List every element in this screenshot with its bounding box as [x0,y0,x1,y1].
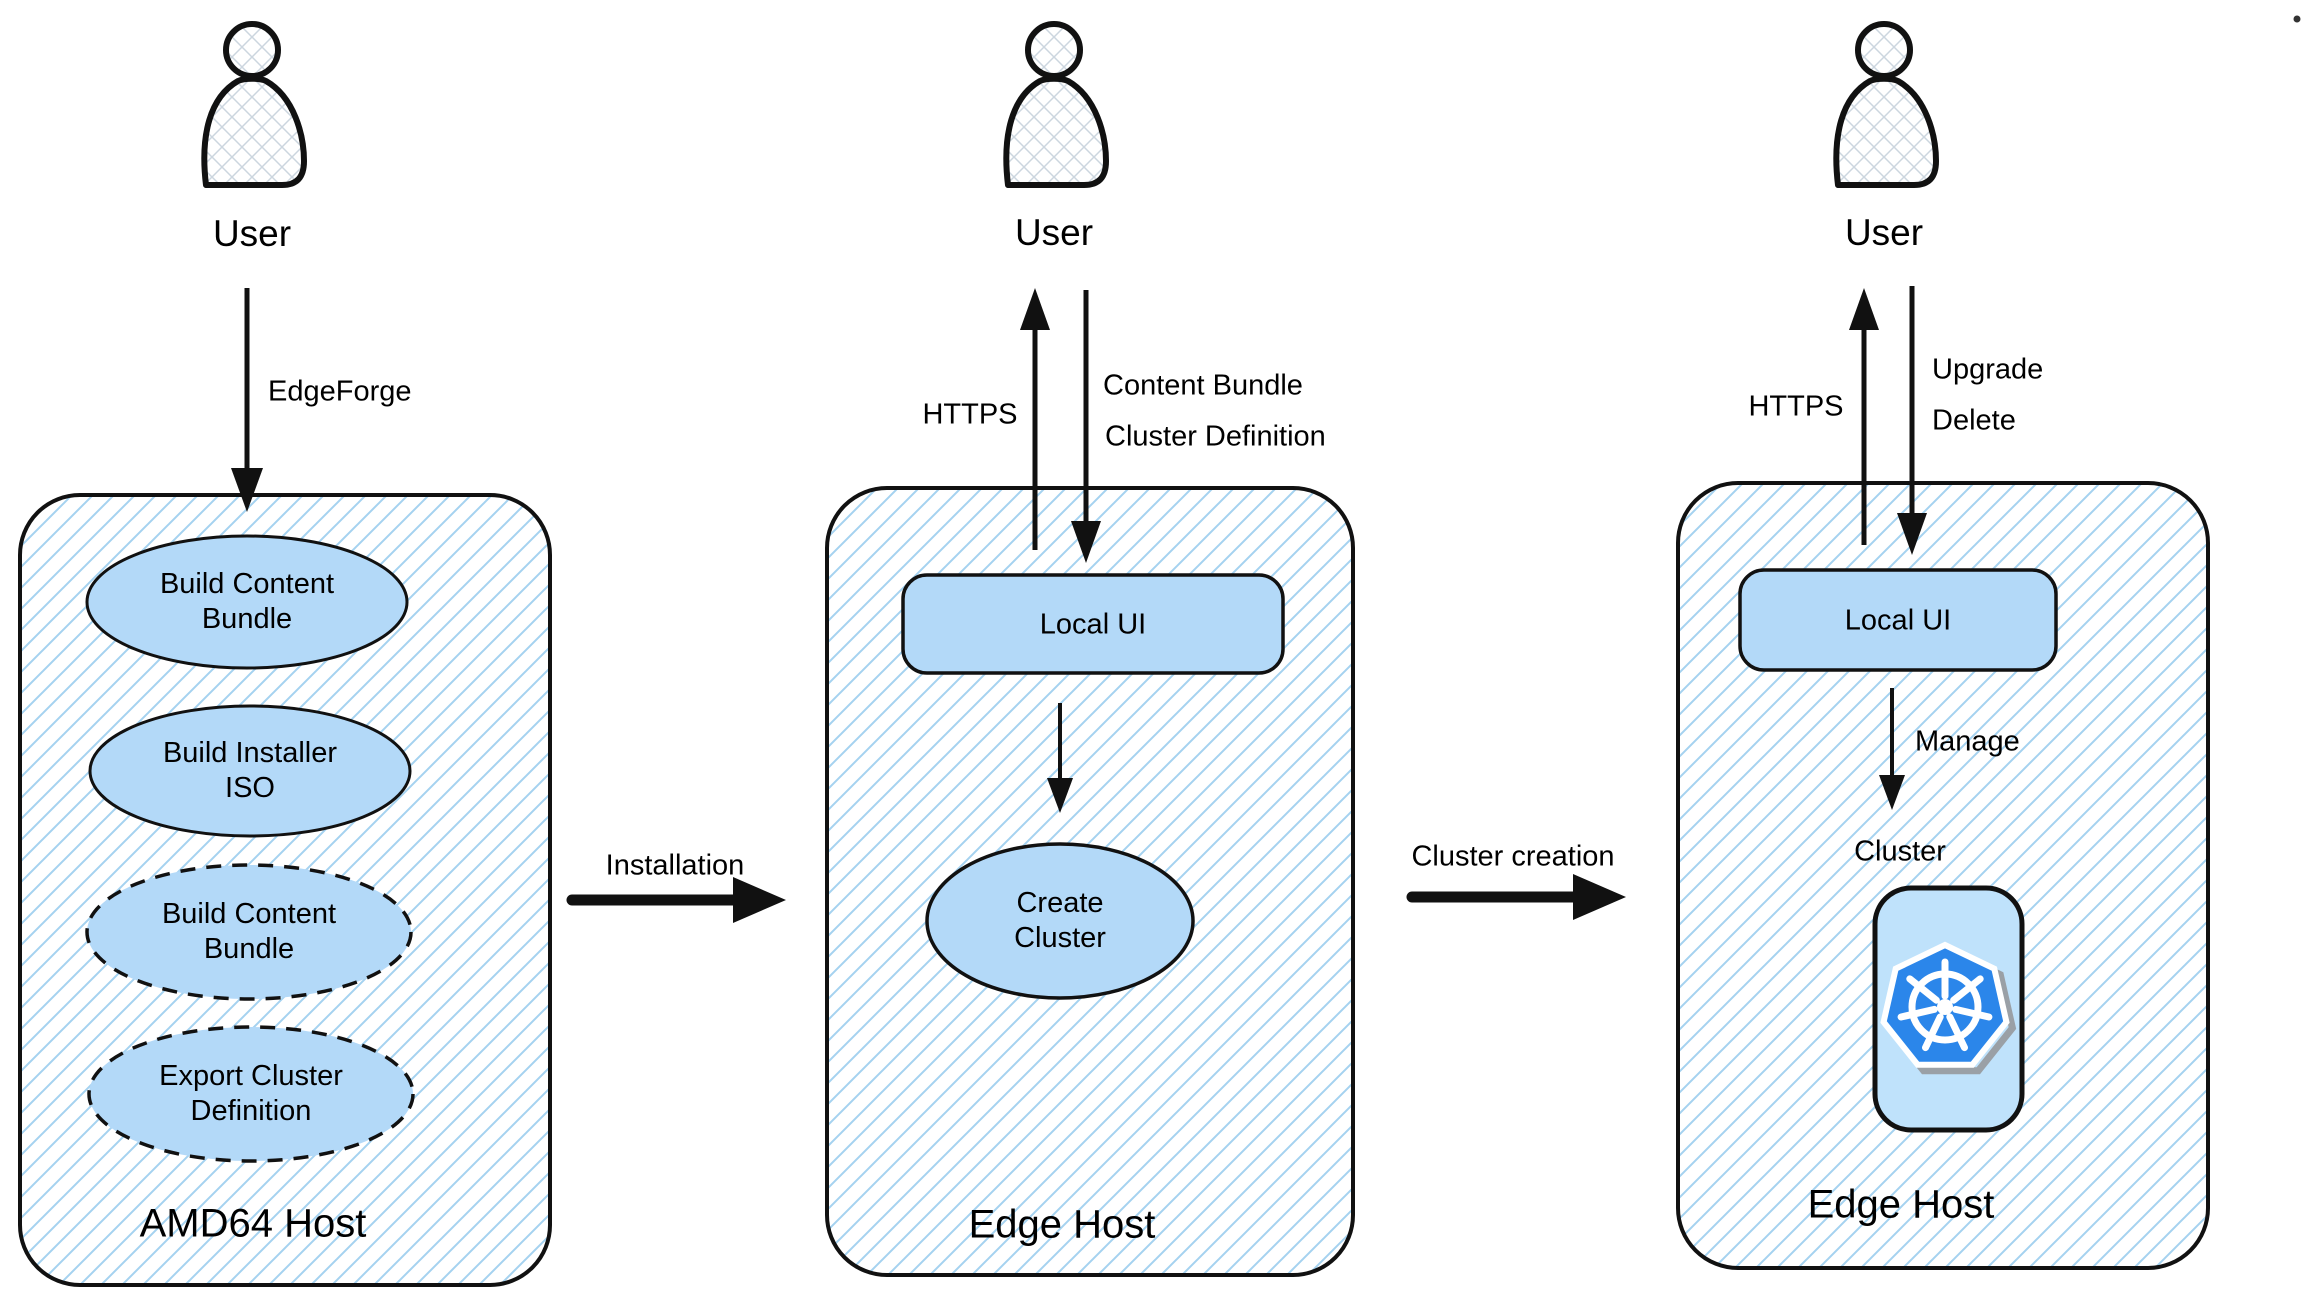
edge-label-manage: Manage [1915,725,2020,758]
kubernetes-icon [1880,941,2017,1075]
node-label-line: Cluster [1014,922,1106,954]
arrow-installation [566,877,786,923]
node-label-build-installer-iso: Build Installer ISO [163,736,337,806]
node-label-line: Export Cluster [159,1060,343,1092]
node-create-cluster [925,842,1195,1000]
arrow-upgrade-delete-down [1897,286,1927,555]
edge-label-edgeforge: EdgeForge [268,375,412,408]
user-icon [1003,21,1109,188]
user-icon [201,21,307,188]
actor-label: User [1014,212,1094,253]
arrow-content-bundle-down [1071,290,1101,563]
node-label-local-ui-1: Local UI [1039,608,1147,641]
edge-label-cluster-definition: Cluster Definition [1105,420,1326,453]
node-local-ui-1 [901,573,1285,675]
node-label-line: Build Content [159,568,335,600]
host-title-amd64: AMD64 Host [139,1201,367,1246]
arrow-https-up-1 [1020,288,1050,550]
node-label-line: Build Content [161,898,337,930]
node-export-cluster-definition [87,1025,415,1163]
host-title-edge-2: Edge Host [1807,1182,1995,1227]
node-build-content-bundle-2 [85,863,413,1001]
node-label-create-cluster: Create Cluster [1014,886,1106,956]
node-build-content-bundle-1 [85,534,409,670]
edge-label-delete: Delete [1932,404,2016,437]
arrow-https-up-2 [1849,288,1879,545]
arrow-manage [1879,688,1905,810]
node-label-line: Create [1016,887,1104,919]
node-local-ui-2 [1738,568,2058,672]
node-label-cluster: Cluster [1854,835,1946,868]
user-icon [1833,21,1939,188]
node-label-line: Bundle [201,603,293,635]
edge-label-content-bundle: Content Bundle [1103,369,1303,402]
arrow-local-ui-to-create-cluster [1047,703,1073,813]
node-label-export-cluster-definition: Export Cluster Definition [159,1059,343,1129]
edge-label-https: HTTPS [1748,390,1844,423]
node-label-line: Bundle [203,933,295,965]
edge-label-upgrade: Upgrade [1932,353,2044,386]
edge-label-installation: Installation [605,849,745,882]
host-title-edge-1: Edge Host [968,1202,1156,1247]
node-label-build-content-bundle-2: Build Content Bundle [162,897,336,967]
arrow-cluster-creation [1406,874,1626,920]
node-build-installer-iso [88,704,412,838]
stray-dot [2293,15,2301,23]
edge-label-cluster-creation: Cluster creation [1411,840,1615,873]
edge-label-https: HTTPS [922,398,1018,431]
actor-label: User [212,213,292,254]
node-label-local-ui-2: Local UI [1844,604,1952,637]
host-container-edge-2 [1676,481,2210,1270]
node-label-line: ISO [225,772,275,804]
actor-label: User [1844,212,1924,253]
node-label-build-content-bundle-1: Build Content Bundle [160,567,334,637]
node-label-line: Definition [190,1095,312,1127]
arrow-edgeforge [231,288,263,512]
node-label-line: Build Installer [162,737,338,769]
